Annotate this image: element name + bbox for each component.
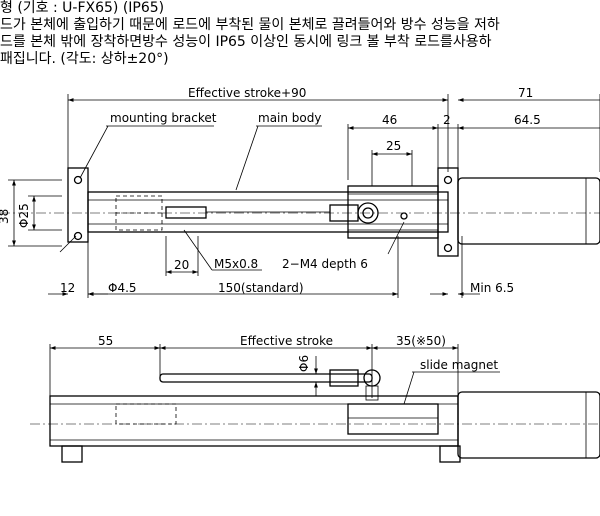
side-view: 55 Effective stroke 35(※50) Φ6 slide mag… [30,334,600,463]
dim-phi6: Φ6 [297,355,311,372]
dim-35: 35(※50) [396,334,446,348]
dim-2: 2 [443,113,451,127]
label-m5: M5x0.8 [214,257,258,271]
side-extension-lines [49,344,459,440]
dim-55: 55 [98,334,113,348]
label-mounting-bracket: mounting bracket [110,111,217,125]
label-m4: 2−M4 depth 6 [282,257,368,271]
label-slide-magnet: slide magnet [420,358,498,372]
side-dimension-lines [50,346,500,405]
header-line-2: 드가 본체에 출입하기 때문에 로드에 부착된 물이 본체로 끌려들어와 방수 … [0,17,500,33]
dim-effective-stroke-90: Effective stroke+90 [188,86,306,100]
dim-38: 38 [0,209,11,224]
dim-25-top: 25 [386,139,401,153]
header-line-3: 드를 본체 밖에 장착하면방수 성능이 IP65 이상인 동시에 링크 볼 부착… [0,34,492,50]
dim-150: 150(standard) [218,281,304,295]
dim-phi25: Φ25 [17,203,31,228]
top-view-body [0,167,600,257]
top-view: Effective stroke+90 71 mounting bracket … [0,86,600,298]
dim-64-5: 64.5 [514,113,541,127]
dim-min6-5: Min 6.5 [470,281,514,295]
leader-lines [59,125,405,271]
dim-phi4-5: Φ4.5 [108,281,137,295]
dim-46: 46 [382,113,397,127]
side-view-body [30,369,600,463]
label-main-body: main body [258,111,321,125]
header-line-1: 형 (기호 : U-FX65) (IP65) [0,0,165,16]
dimension-lines [12,98,600,296]
dim-12: 12 [60,281,75,295]
header-line-4: 패집니다. (각도: 상하±20°) [0,51,169,67]
dim-20: 20 [174,258,189,272]
dim-effective-stroke: Effective stroke [240,334,333,348]
dim-71: 71 [518,86,533,100]
